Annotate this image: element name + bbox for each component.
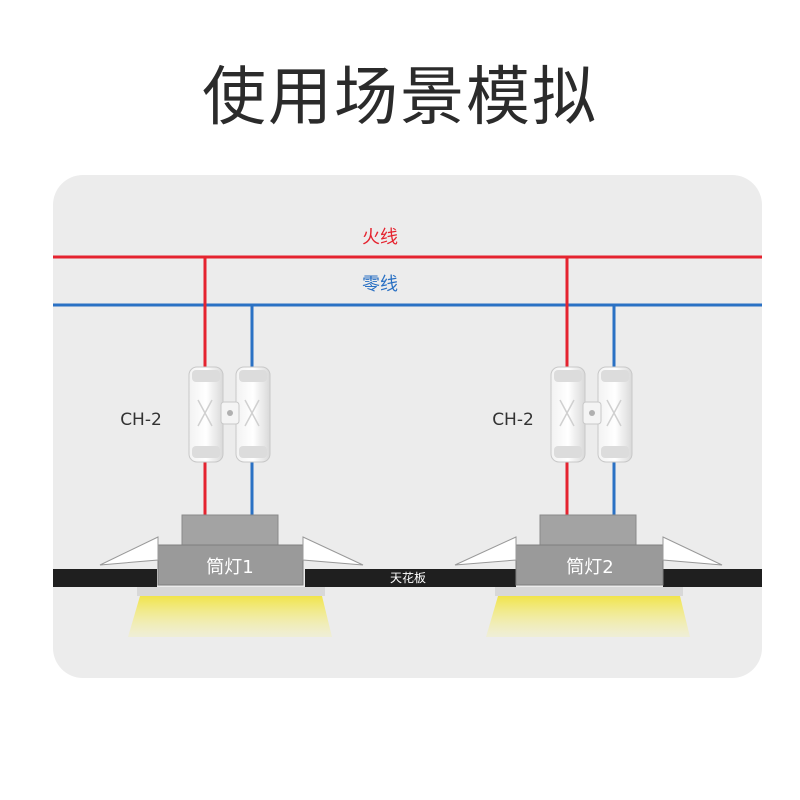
- lamp-spring-right-2: [662, 536, 723, 566]
- lamp-spring-left-1: [99, 536, 159, 566]
- lamp-label-2: 筒灯2: [566, 557, 613, 578]
- connector-2: [550, 366, 633, 463]
- neutral-wire-label: 零线: [362, 274, 398, 295]
- ceiling-board-right: [663, 569, 762, 587]
- lamp-unit-2: CH-2 筒灯2: [454, 257, 723, 637]
- lamp-spring-left-2: [454, 536, 517, 566]
- lamp-spring-right-1: [302, 536, 364, 566]
- ceiling-board-left: [53, 569, 157, 587]
- lamp-label-1: 筒灯1: [206, 557, 253, 578]
- lamp-body-2: [515, 544, 664, 586]
- lamp-trim-1: [137, 587, 325, 596]
- lamp-unit-1: CH-2 筒灯1: [99, 257, 364, 637]
- ceiling-board-middle: [305, 569, 516, 587]
- light-beam-2: [486, 596, 690, 637]
- lamp-top-1: [181, 514, 279, 546]
- page-title: 使用场景模拟: [202, 61, 598, 135]
- lamp-top-2: [539, 514, 637, 546]
- lamp-trim-2: [495, 587, 683, 596]
- light-beam-1: [128, 596, 332, 637]
- connector-1: [188, 366, 271, 463]
- lamp-body-1: [157, 544, 304, 586]
- connector-label-2: CH-2: [492, 410, 534, 430]
- live-wire-label: 火线: [362, 227, 398, 248]
- connector-label-1: CH-2: [120, 410, 162, 430]
- ceiling-label: 天花板: [390, 570, 426, 585]
